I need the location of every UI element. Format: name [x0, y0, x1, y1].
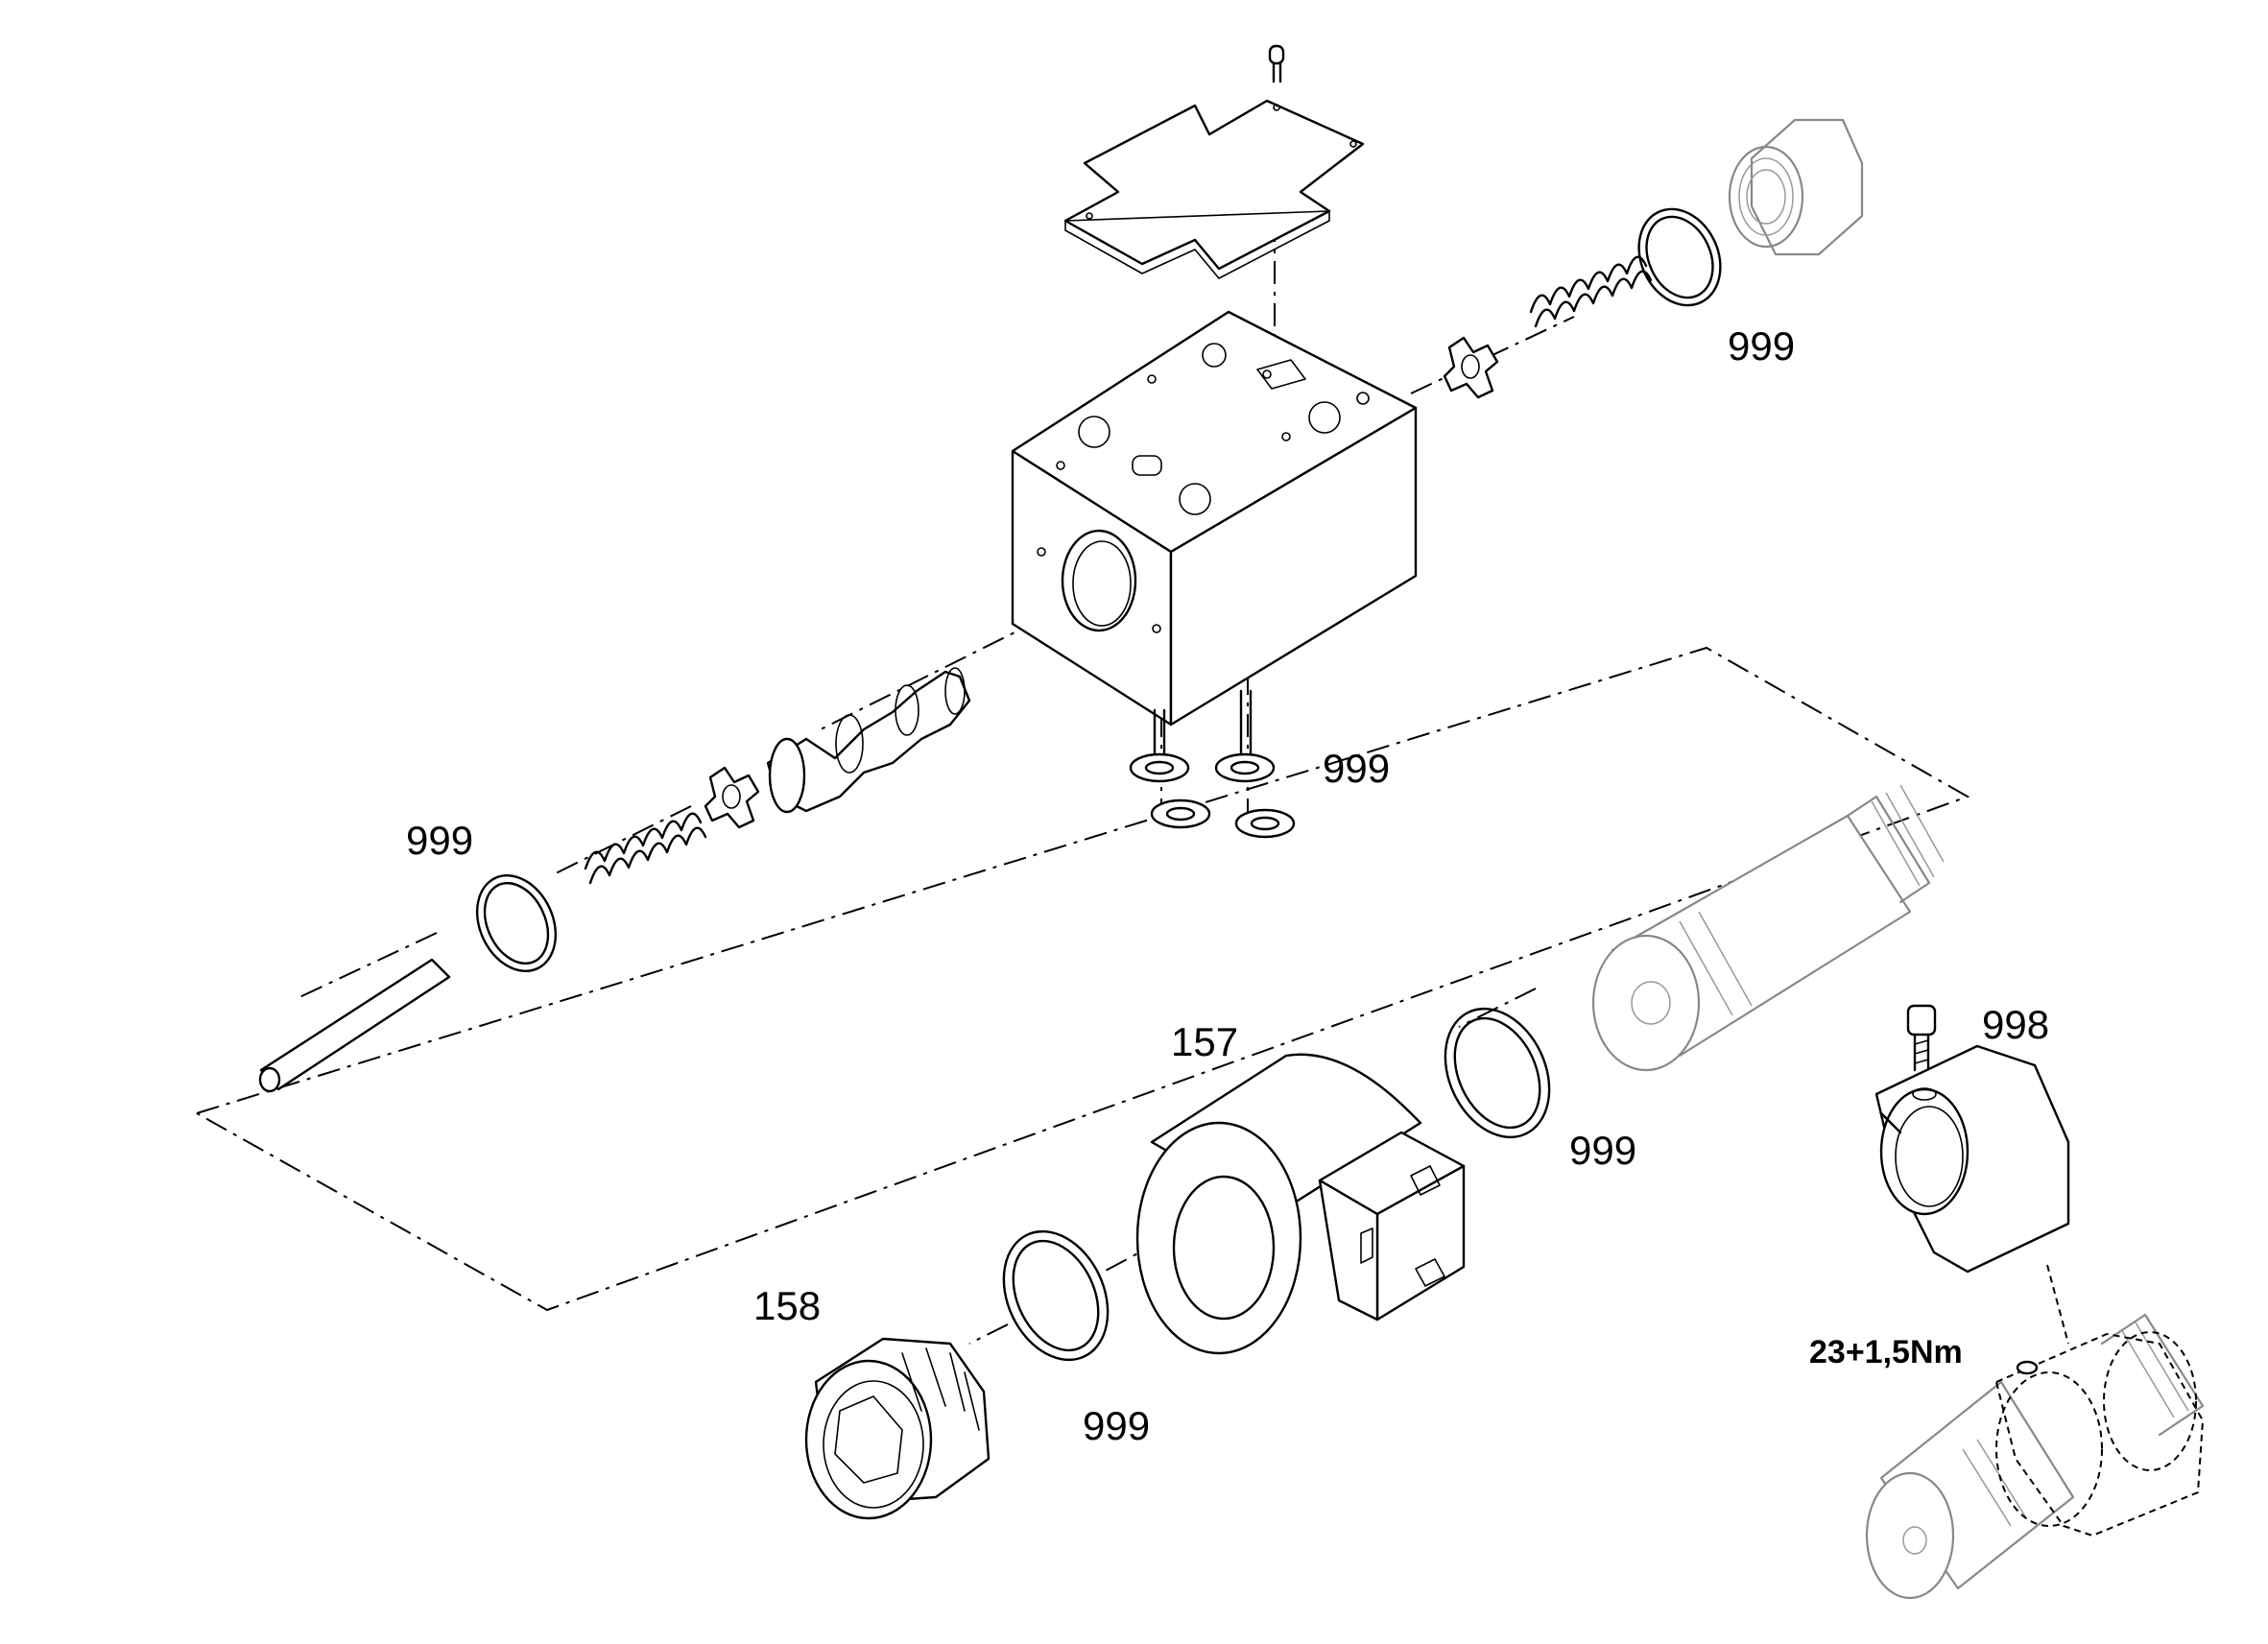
assembled-detail-view — [1865, 1313, 2205, 1600]
o-ring-left — [475, 874, 558, 972]
valve-body-block — [1011, 310, 1418, 727]
callout-nut: 158 — [753, 1283, 821, 1328]
left-spring — [584, 812, 707, 885]
callout-o-ring-nut: 999 — [1083, 1403, 1150, 1448]
callout-coil: 157 — [1171, 1019, 1238, 1064]
assembly-center-lines — [196, 134, 2069, 1345]
right-star-ring — [1443, 336, 1499, 399]
hex-plug — [1728, 118, 1864, 256]
valve-spool — [766, 667, 971, 814]
push-rod — [258, 958, 451, 1093]
callout-o-ring-top-right: 999 — [1728, 323, 1795, 369]
part-callouts: 999 999 999 157 999 158 999 998 23+1,5Nm — [406, 323, 2049, 1448]
left-star-ring — [704, 766, 760, 829]
clamp-screw — [1906, 1004, 1937, 1072]
solenoid-coil — [1135, 1053, 1466, 1355]
callout-clamp-screw: 998 — [1982, 1002, 2049, 1047]
knurled-nut — [804, 1337, 991, 1520]
hex-clamp — [1874, 1044, 2070, 1274]
callout-o-ring-left: 999 — [406, 818, 473, 863]
o-ring-coil-right — [1444, 1007, 1551, 1139]
right-spring — [1529, 255, 1653, 328]
armature-tube — [1591, 784, 1945, 1072]
callout-seal-rings: 999 — [1323, 746, 1390, 791]
gasket-plate — [1063, 99, 1365, 279]
o-ring-top-right — [1637, 207, 1722, 307]
seal-rings — [1129, 752, 1296, 839]
torque-spec-label: 23+1,5Nm — [1809, 1334, 1963, 1370]
o-ring-nut — [1002, 1229, 1110, 1362]
top-screw-pin — [1268, 44, 1285, 83]
callout-o-ring-coil-right: 999 — [1569, 1128, 1636, 1173]
